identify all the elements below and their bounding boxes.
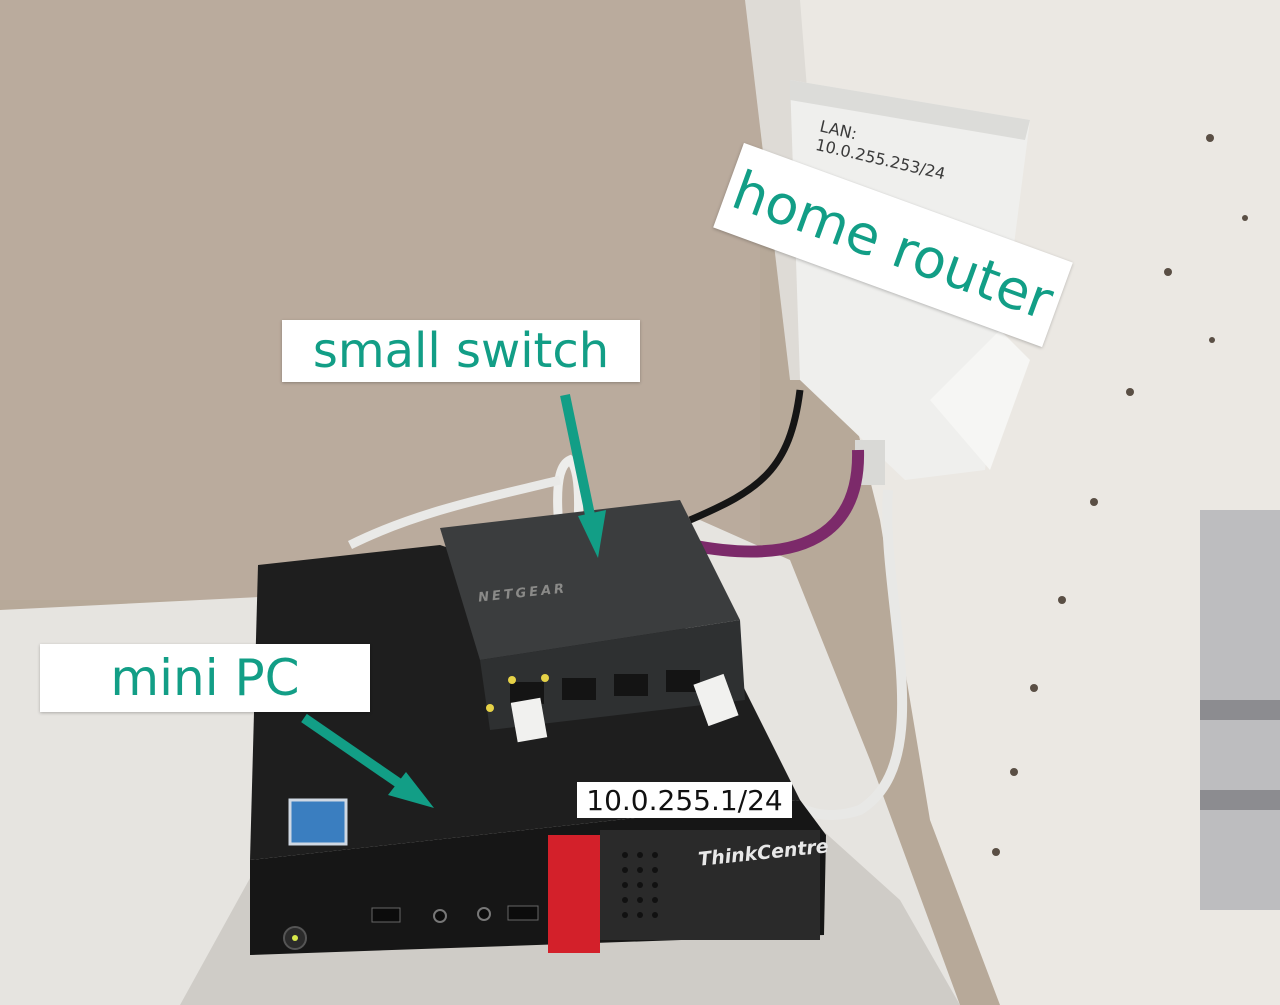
arrow-to-switch [560,393,606,558]
tray-line [1200,700,1280,720]
audio-jack [433,909,447,923]
mini-pc-ip-label: 10.0.255.1/24 [577,782,792,818]
callout-small-switch: small switch [282,320,640,382]
wall-shade [0,0,760,600]
ethernet-plug [510,697,548,743]
power-led [292,935,298,941]
panel-holes [992,134,1248,856]
usb-port [371,907,401,923]
switch-led [541,674,549,682]
callout-mini-pc: mini PC [40,644,370,712]
white-cable-back [347,475,562,550]
switch-led [508,676,516,684]
switch-led [486,704,494,712]
tray-line [1200,790,1280,810]
small-switch [440,500,745,730]
usb-port [507,905,539,921]
intel-sticker [288,798,348,846]
audio-jack [477,907,491,921]
arrow-to-mini-pc [301,713,434,808]
black-cable [688,389,804,524]
purple-cable [688,449,865,558]
ethernet-plug [693,673,739,727]
